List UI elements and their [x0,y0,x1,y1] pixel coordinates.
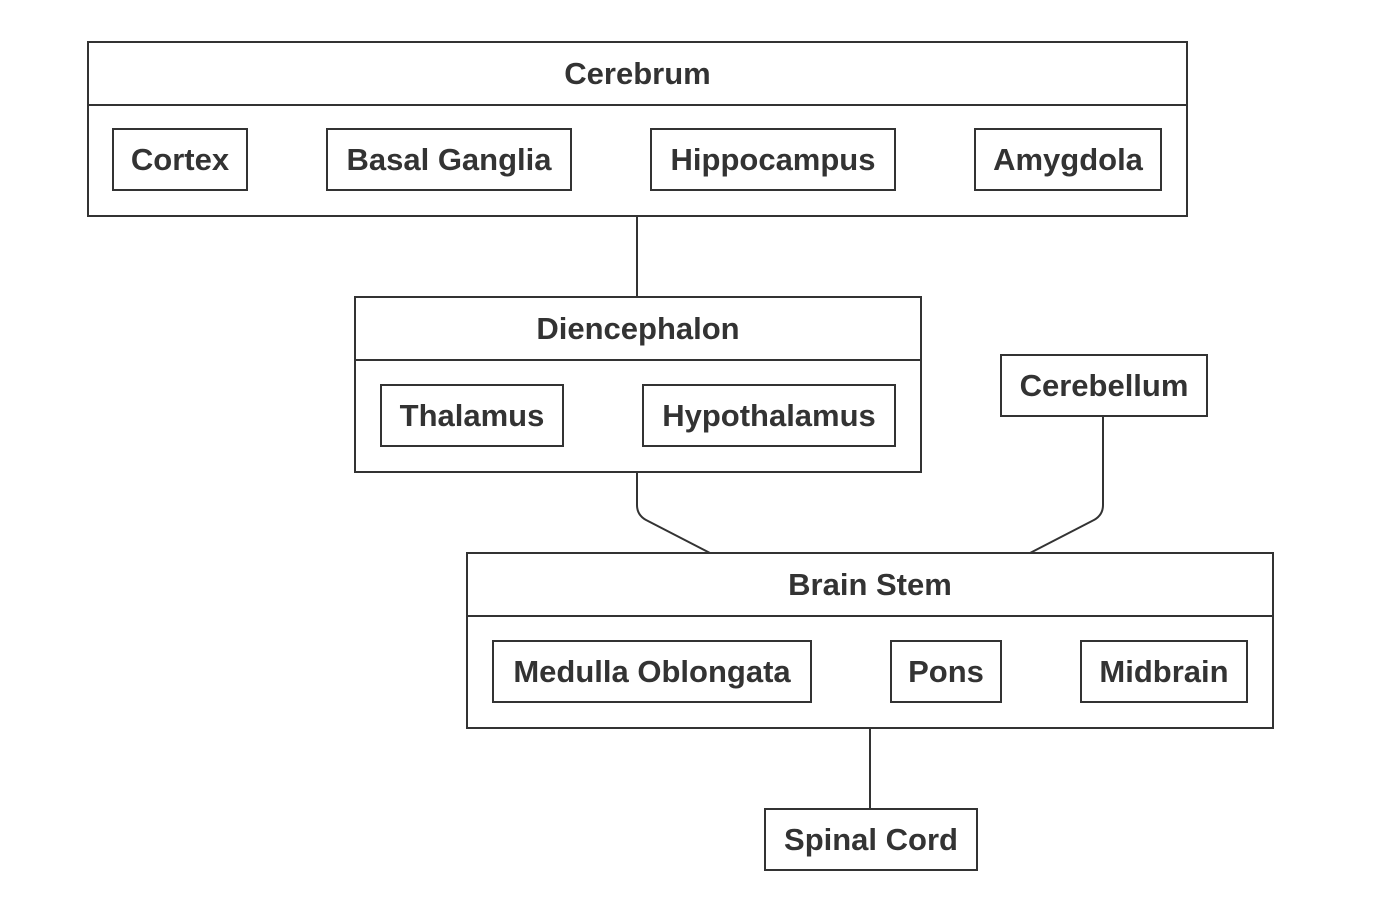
hippocampus-node: Hippocampus [650,128,896,191]
edge-cerebellum-brain-stem [1029,416,1104,554]
cerebellum-node: Cerebellum [1000,354,1208,417]
pons-node: Pons [890,640,1002,703]
basal-ganglia-node: Basal Ganglia [326,128,572,191]
cortex-node: Cortex [112,128,248,191]
medulla-oblongata-node: Medulla Oblongata [492,640,812,703]
diencephalon-title: Diencephalon [356,298,920,361]
brain-stem-title: Brain Stem [468,554,1272,617]
amygdola-node: Amygdola [974,128,1162,191]
thalamus-node: Thalamus [380,384,564,447]
hypothalamus-node: Hypothalamus [642,384,896,447]
spinal-cord-node: Spinal Cord [764,808,978,871]
midbrain-node: Midbrain [1080,640,1248,703]
cerebrum-title: Cerebrum [89,43,1186,106]
edge-diencephalon-brain-stem [636,472,711,554]
